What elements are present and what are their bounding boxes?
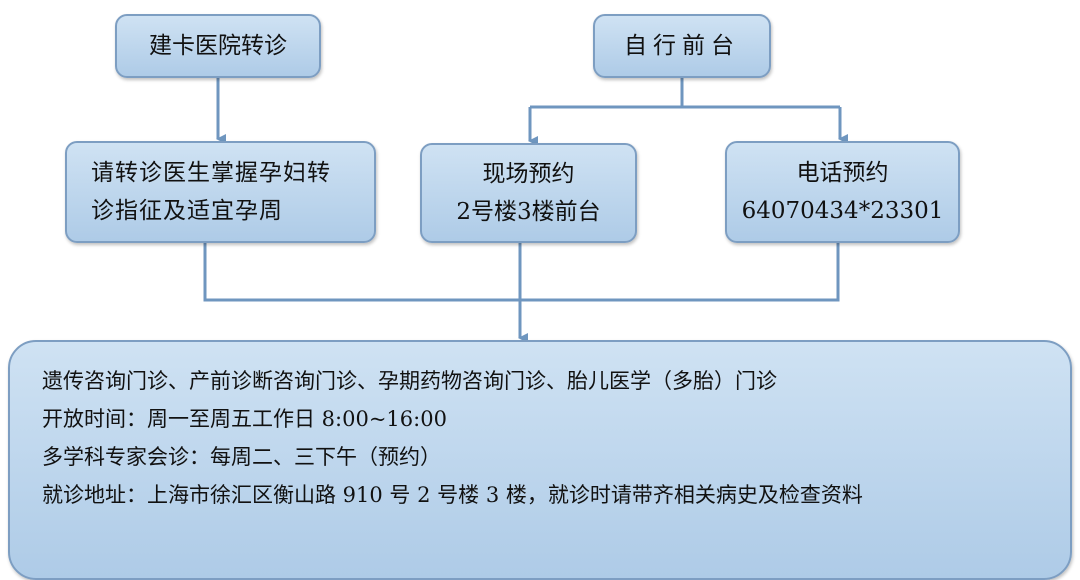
onsite-title: 现场预约 bbox=[482, 161, 575, 187]
doctor-note-line: 诊指征及适宜孕周 bbox=[91, 198, 283, 224]
mdt-consultation: 多学科专家会诊：每周二、三下午（预约） bbox=[42, 445, 441, 469]
phone-number: 64070434*23301 bbox=[741, 198, 944, 224]
doctor-note-line: 请转诊医生掌握孕妇转 bbox=[91, 160, 331, 186]
phone-booking-box: 电话预约 64070434*23301 bbox=[725, 141, 960, 243]
referral-label: 建卡医院转诊 bbox=[149, 33, 287, 59]
self-desk-label: 自行前台 bbox=[624, 33, 740, 59]
opening-hours: 开放时间：周一至周五工作日 8:00~16:00 bbox=[42, 407, 447, 431]
doctor-note-box: 请转诊医生掌握孕妇转 诊指征及适宜孕周 bbox=[65, 141, 376, 243]
referral-box: 建卡医院转诊 bbox=[115, 14, 321, 78]
self-desk-box: 自行前台 bbox=[593, 14, 771, 78]
phone-title: 电话预约 bbox=[796, 160, 889, 186]
clinic-names: 遗传咨询门诊、产前诊断咨询门诊、孕期药物咨询门诊、胎儿医学（多胎）门诊 bbox=[42, 369, 777, 393]
onsite-booking-box: 现场预约 2号楼3楼前台 bbox=[420, 143, 637, 243]
connector-lines bbox=[203, 78, 848, 343]
clinic-info-box: 遗传咨询门诊、产前诊断咨询门诊、孕期药物咨询门诊、胎儿医学（多胎）门诊 开放时间… bbox=[8, 340, 1072, 580]
clinic-address: 就诊地址：上海市徐汇区衡山路 910 号 2 号楼 3 楼，就诊时请带齐相关病史… bbox=[42, 483, 863, 507]
onsite-location: 2号楼3楼前台 bbox=[456, 199, 601, 225]
